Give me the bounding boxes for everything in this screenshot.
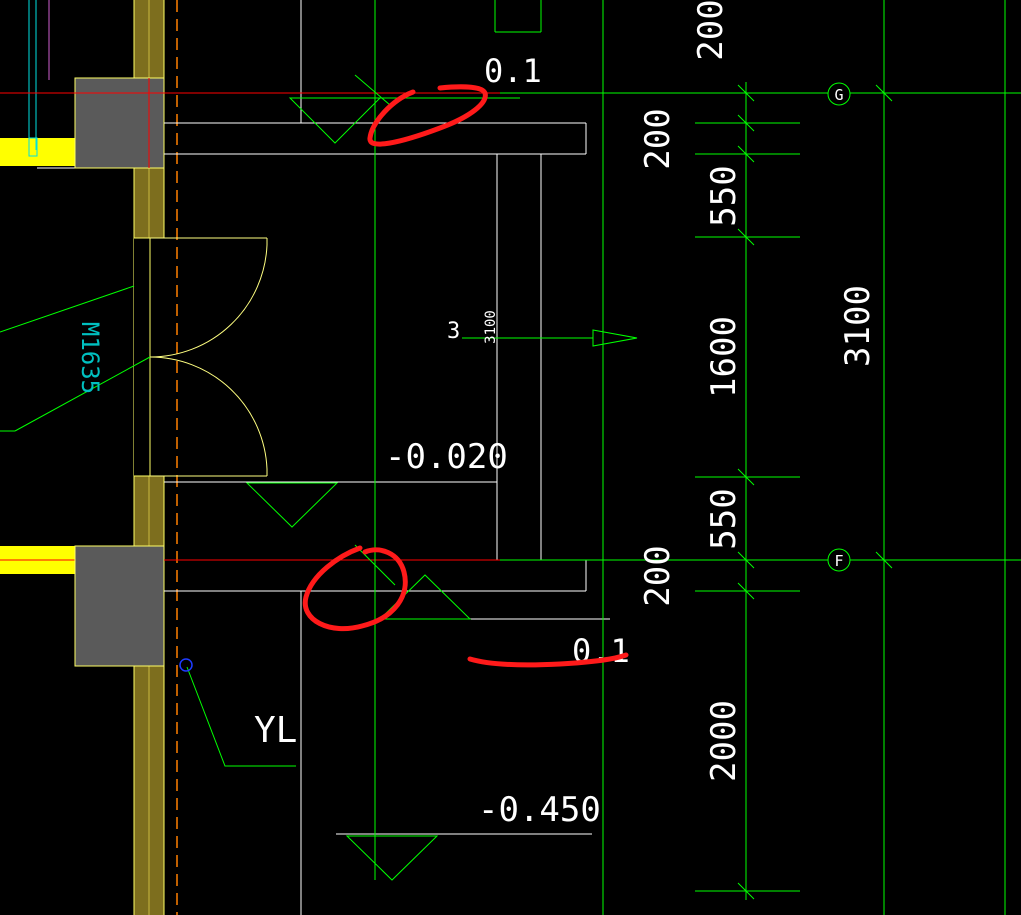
green-grid	[186, 0, 1021, 915]
level-exterior: -0.450	[478, 790, 601, 830]
markup-circle-lower	[302, 545, 408, 632]
level-upper-slab: 0.1	[484, 52, 542, 90]
tick-477	[737, 468, 755, 486]
pipe-marker-icon[interactable]	[179, 658, 193, 672]
section-arrow-head	[592, 329, 638, 347]
dim-overall-3100: 3100	[838, 285, 878, 367]
dim-1600: 1600	[704, 316, 744, 398]
dim-top-partial: 200	[691, 0, 731, 61]
door-arc-lower	[149, 356, 268, 470]
level-symbol-upper	[288, 97, 382, 144]
tick-154	[737, 145, 755, 163]
markup-annotations	[302, 84, 629, 668]
pipe-leader	[186, 666, 296, 767]
door-tag-label: M1635	[76, 322, 104, 394]
column-upper	[74, 77, 165, 169]
grid-bubble-f[interactable]: F	[827, 548, 851, 572]
door-arc-upper	[149, 244, 268, 358]
level-room-floor: -0.020	[385, 437, 508, 477]
column-lower	[74, 545, 165, 667]
dim-200-upper: 200	[638, 108, 678, 169]
door-swing	[149, 237, 268, 477]
tick-123	[737, 114, 755, 132]
dimension-texts: 200 200 550 1600 550 200 2000 3100 3100	[483, 0, 878, 782]
grid-bubble-g-circle	[827, 82, 851, 106]
tick-891	[737, 882, 755, 900]
tick-overall-g	[875, 84, 893, 102]
dim-550-upper: 550	[704, 165, 744, 226]
markup-underline	[467, 652, 629, 668]
door-tag-leader-2	[14, 356, 151, 432]
dim-200-lower: 200	[638, 545, 678, 606]
markup-circle-upper	[367, 84, 488, 147]
level-symbol-exterior	[345, 835, 439, 881]
level-texts: 0.1 -0.020 0.1 -0.450 YL 3	[254, 52, 630, 830]
tick-591	[737, 582, 755, 600]
tick-237	[737, 228, 755, 246]
tick-560	[737, 551, 755, 569]
level-symbol-floor	[245, 482, 339, 528]
section-size-label: 3100	[483, 310, 499, 344]
door-tag-leader-1	[0, 285, 135, 333]
top-leader	[354, 74, 391, 106]
service-box	[28, 137, 38, 157]
dim-2000: 2000	[704, 700, 744, 782]
grid-bubble-g[interactable]: G	[827, 82, 851, 106]
section-number-label: 3	[447, 319, 460, 344]
lower-leader	[354, 544, 396, 586]
grid-bubble-f-circle	[827, 548, 851, 572]
grid-bubble-g-label: G	[834, 86, 843, 104]
tick-g	[737, 84, 755, 102]
pipe-tag-label: YL	[254, 710, 297, 751]
dim-550-lower: 550	[704, 488, 744, 549]
room-outlines	[164, 0, 610, 915]
tick-overall-f	[875, 551, 893, 569]
grid-bubble-f-label: F	[834, 552, 843, 570]
